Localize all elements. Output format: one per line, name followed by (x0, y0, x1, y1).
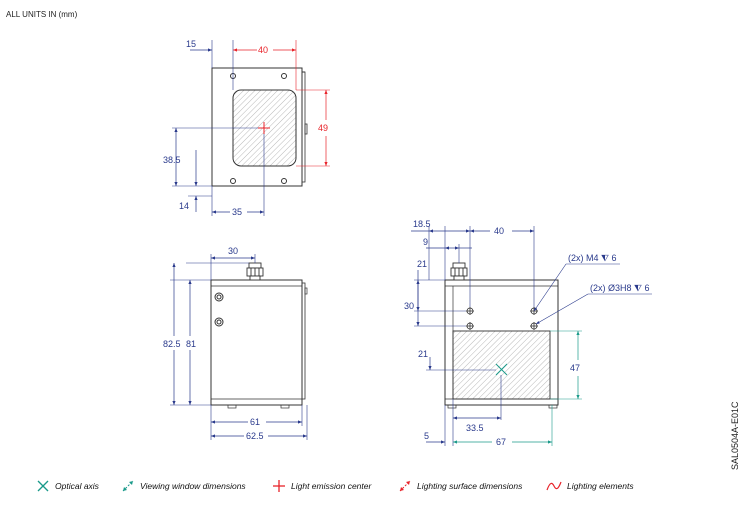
dim-9: 9 (423, 237, 428, 247)
emission-center-icon (273, 480, 285, 492)
units-note: ALL UNITS IN (mm) (6, 10, 78, 19)
emission-center-icon (258, 122, 270, 134)
legend-emission-center: Light emission center (272, 476, 371, 496)
dim-15: 15 (186, 39, 196, 49)
legend-label: Lighting surface dimensions (417, 481, 523, 491)
document-id: SAL0504A-E01C (730, 401, 740, 470)
legend: Optical axis Viewing window dimensions L… (0, 476, 755, 496)
dim-47: 47 (570, 363, 580, 373)
dim-40-right: 40 (494, 226, 504, 236)
side-view-left: 30 82.5 81 61 62.5 (163, 246, 308, 441)
legend-lighting-surface: Lighting surface dimensions (398, 476, 522, 496)
legend-label: Light emission center (291, 481, 372, 491)
legend-label: Optical axis (55, 481, 99, 491)
dim-30-left: 30 (228, 246, 238, 256)
dim-18-5: 18.5 (413, 219, 431, 229)
dim-33-5: 33.5 (466, 423, 484, 433)
dim-82-5: 82.5 (163, 339, 181, 349)
screw-icon (281, 73, 287, 79)
optical-axis-icon (495, 363, 508, 376)
screw-icon (230, 178, 236, 184)
dim-14: 14 (179, 201, 189, 211)
connector-icon (246, 262, 264, 281)
screw-icon (281, 178, 287, 184)
legend-viewing-window: Viewing window dimensions (121, 476, 246, 496)
lighting-surface-icon (399, 480, 411, 492)
screw-icon (214, 317, 224, 327)
optical-axis-icon (37, 480, 49, 492)
legend-lighting-elements: Lighting elements (546, 476, 634, 496)
dim-30-right: 30 (404, 301, 414, 311)
dim-61: 61 (250, 417, 260, 427)
dim-62-5: 62.5 (246, 431, 264, 441)
front-view: 15 40 49 38.5 14 35 (163, 39, 330, 217)
legend-label: Lighting elements (567, 481, 634, 491)
legend-label: Viewing window dimensions (140, 481, 246, 491)
side-housing-left (210, 279, 303, 406)
dim-21-top: 21 (417, 259, 427, 269)
screw-icon (214, 292, 224, 302)
dim-21-mid: 21 (418, 349, 428, 359)
connector-icon (450, 262, 468, 281)
dim-5: 5 (424, 431, 429, 441)
lighting-elements-icon (546, 481, 562, 491)
callout-m4: (2x) M4 ⧨ 6 (568, 253, 617, 263)
technical-drawing: 15 40 49 38.5 14 35 (163, 39, 652, 447)
viewing-window-icon (122, 480, 134, 492)
side-view-right: 18.5 40 9 21 30 21 47 33.5 5 67 (404, 219, 652, 447)
dim-67: 67 (496, 437, 506, 447)
dim-81: 81 (186, 339, 196, 349)
dim-49: 49 (318, 123, 328, 133)
legend-optical-axis: Optical axis (36, 476, 99, 496)
dim-38-5: 38.5 (163, 155, 181, 165)
dim-35: 35 (232, 207, 242, 217)
dim-40-front: 40 (258, 45, 268, 55)
callout-h8: (2x) Ø3H8 ⧨ 6 (590, 283, 650, 293)
